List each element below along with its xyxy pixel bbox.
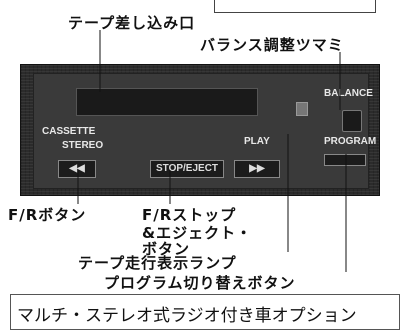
balance-knob[interactable] [342,110,362,132]
balance-label: BALANCE [324,88,373,99]
stereo-label: STEREO [62,140,104,151]
callout-stop-eject-2: &エジェクト・ [142,224,253,242]
program-button[interactable] [324,154,366,166]
callout-tape-slot: テープ差し込み口 [68,14,196,32]
callout-fr-button: F/Rボタン [8,206,87,224]
cassette-deck-panel: BALANCE PROGRAM CASSETTE STEREO PLAY ◀◀ … [20,64,380,196]
deck-faceplate: BALANCE PROGRAM CASSETTE STEREO PLAY ◀◀ … [33,73,376,189]
callout-stop-eject-3: ボタン [142,240,191,258]
callout-program-button: プログラム切り替えボタン [104,274,296,292]
callout-tape-lamp: テープ走行表示ランプ [78,254,237,272]
tape-slot[interactable] [76,88,258,116]
play-label: PLAY [244,136,270,147]
play-button[interactable]: ▶▶ [234,160,280,178]
fr-button[interactable]: ◀◀ [58,160,96,178]
caption-text: マルチ・ステレオ式ラジオ付き車オプション [17,306,357,326]
caption-box: マルチ・ステレオ式ラジオ付き車オプション [10,294,400,330]
tape-lamp [296,102,308,116]
callout-balance-knob: バランス調整ツマミ [200,36,344,54]
stop-eject-button[interactable]: STOP/EJECT [150,160,224,178]
callout-stop-eject-1: F/Rストップ [142,206,237,224]
cassette-label: CASSETTE [42,126,96,137]
program-label: PROGRAM [324,136,377,147]
frame-rule [214,0,376,13]
